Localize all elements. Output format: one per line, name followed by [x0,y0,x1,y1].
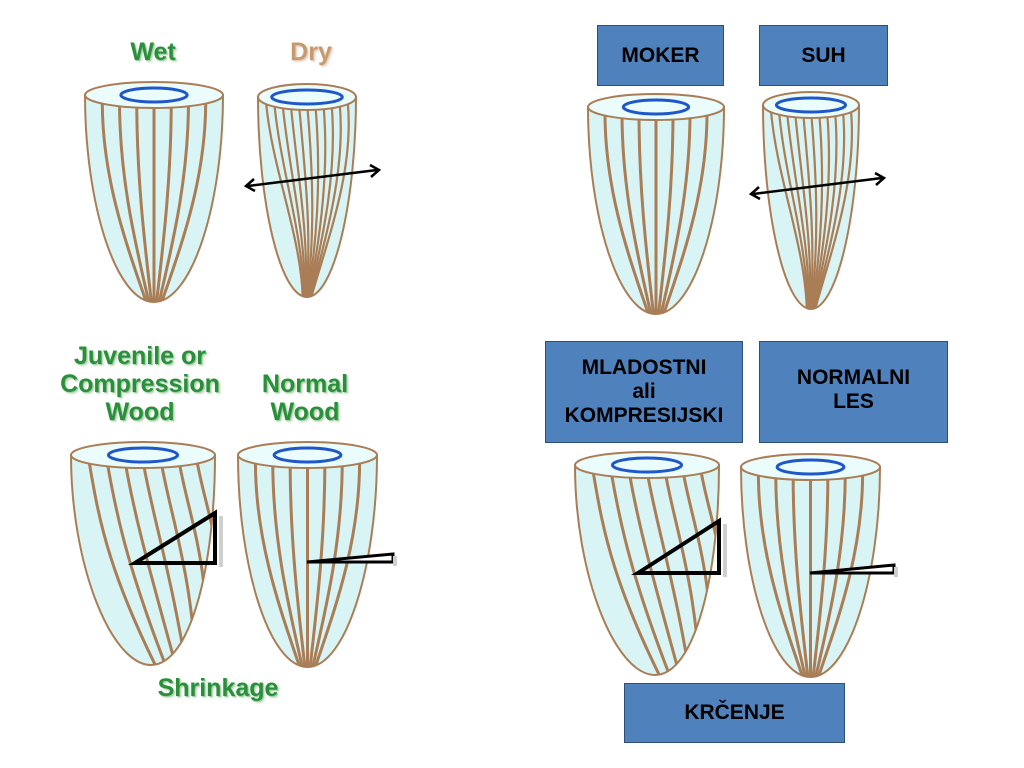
shrinkage-angle-triangle-icon [809,563,898,577]
label-normal-line-1: Normal [261,370,349,398]
wood-cone-icon [761,91,861,311]
wood-cone-icon [83,81,225,304]
label-shrinkage: Shrinkage [157,674,279,702]
box-mladostni-ali-kompresijski: MLADOSTNI ali KOMPRESIJSKI [545,341,743,443]
label-juvenile-line-3: Wood [105,398,175,426]
label-juvenile-compression-wood: Juvenile or Compression Wood [40,342,240,426]
double-arrow-icon [243,163,382,193]
box-mladostni-line-3: KOMPRESIJSKI [564,404,724,427]
shrinkage-angle-triangle-icon [631,517,727,577]
label-juvenile-line-2: Compression [60,370,220,398]
wood-cone-icon [256,83,358,299]
box-moker-label: MOKER [621,43,700,67]
shrinkage-angle-triangle-icon [128,509,223,567]
box-moker: MOKER [597,25,724,86]
box-suh-label: SUH [801,43,846,67]
box-krcenje-label: KRČENJE [684,701,785,724]
label-normal-wood: Normal Wood [245,370,365,426]
label-wet: Wet [130,38,176,66]
box-normalni-line-2: LES [833,390,874,413]
box-normalni-les: NORMALNI LES [759,341,948,443]
label-juvenile-line-1: Juvenile or [74,342,206,370]
label-normal-line-2: Wood [270,398,340,426]
label-dry: Dry [290,38,332,66]
shrinkage-angle-triangle-icon [306,552,397,566]
wood-cone-icon [586,93,726,316]
box-mladostni-line-2: ali [632,380,656,403]
box-krcenje: KRČENJE [624,683,845,743]
box-mladostni-line-1: MLADOSTNI [581,356,707,379]
double-arrow-icon [748,171,887,201]
box-suh: SUH [759,25,888,86]
box-normalni-line-1: NORMALNI [796,366,911,389]
